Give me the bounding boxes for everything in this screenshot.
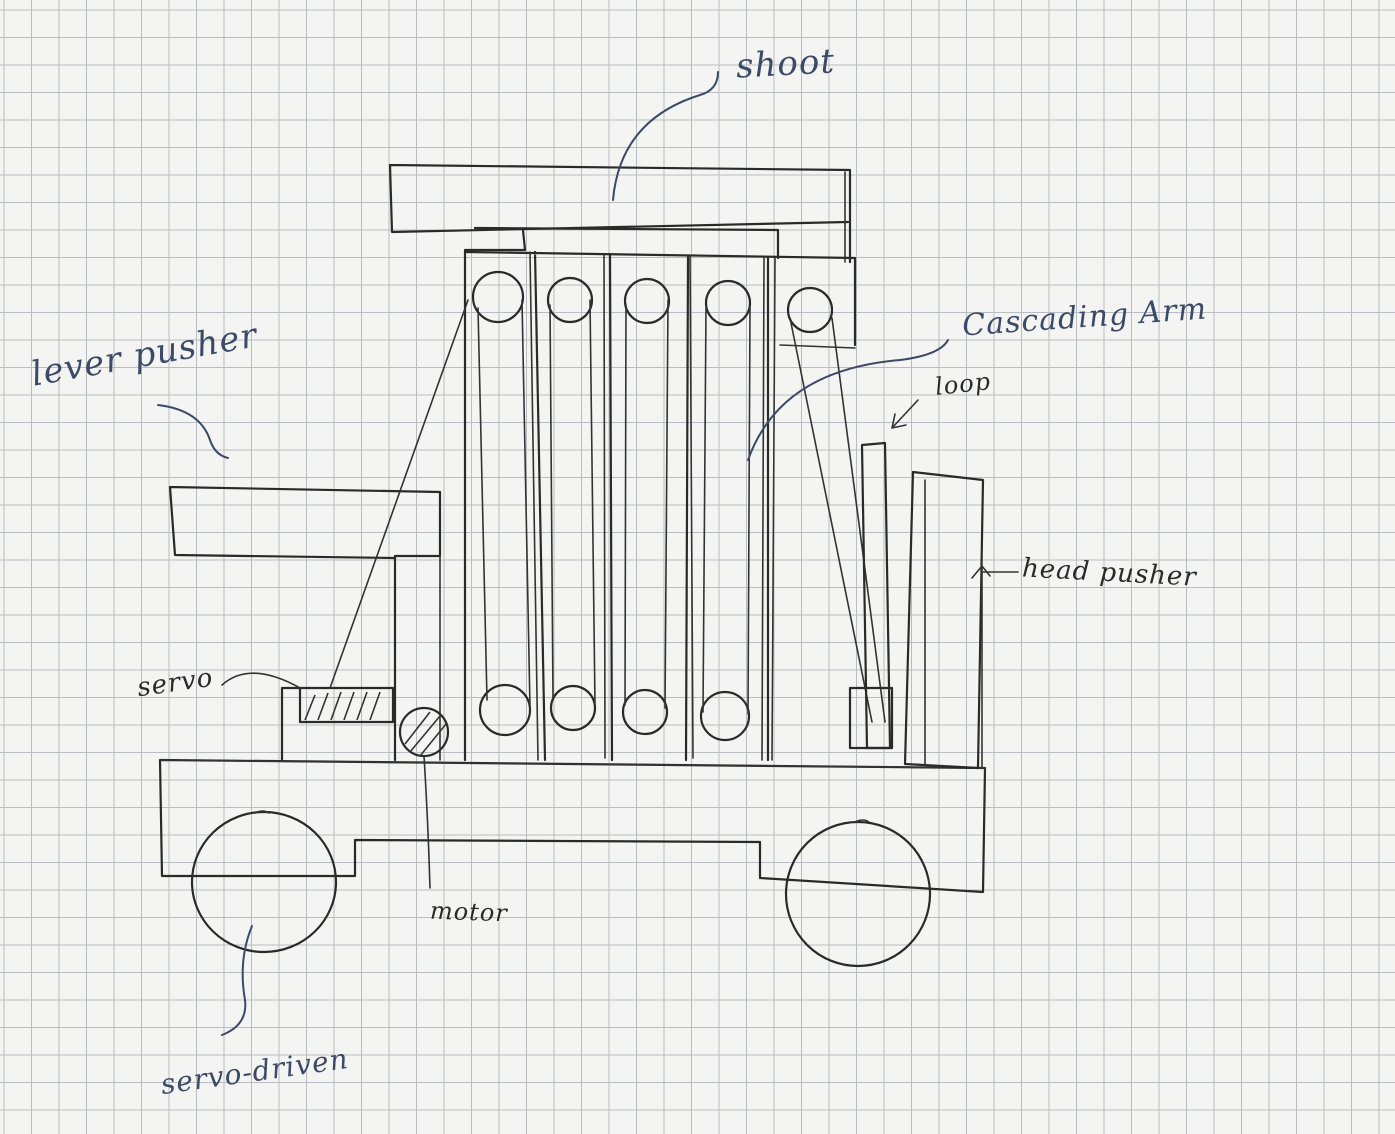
- loop: [862, 443, 890, 748]
- motor-leader: [424, 756, 430, 888]
- head-pusher: [905, 472, 983, 768]
- bottom-pulley-2: [551, 686, 595, 730]
- lever-pusher-leader: [158, 405, 228, 458]
- label-shoot: shoot: [735, 41, 836, 86]
- top-pulley-4: [706, 281, 750, 325]
- chassis-body: [160, 760, 985, 892]
- loop-arrow: [892, 400, 918, 428]
- servo-leader: [222, 673, 300, 688]
- label-loop: loop: [934, 367, 993, 401]
- top-pulley-1: [473, 272, 523, 322]
- bottom-pulley-4: [701, 692, 749, 740]
- top-pulley-2: [548, 278, 592, 322]
- top-pulley-5: [788, 288, 832, 332]
- belts: [330, 300, 885, 722]
- bottom-pulley-3: [623, 690, 667, 734]
- label-motor: motor: [430, 897, 509, 928]
- shoot-chute: [390, 165, 850, 262]
- top-pulley-3: [625, 279, 669, 323]
- shoot-leader: [613, 72, 718, 200]
- left-wheel: [192, 812, 336, 952]
- right-wheel: [786, 822, 930, 966]
